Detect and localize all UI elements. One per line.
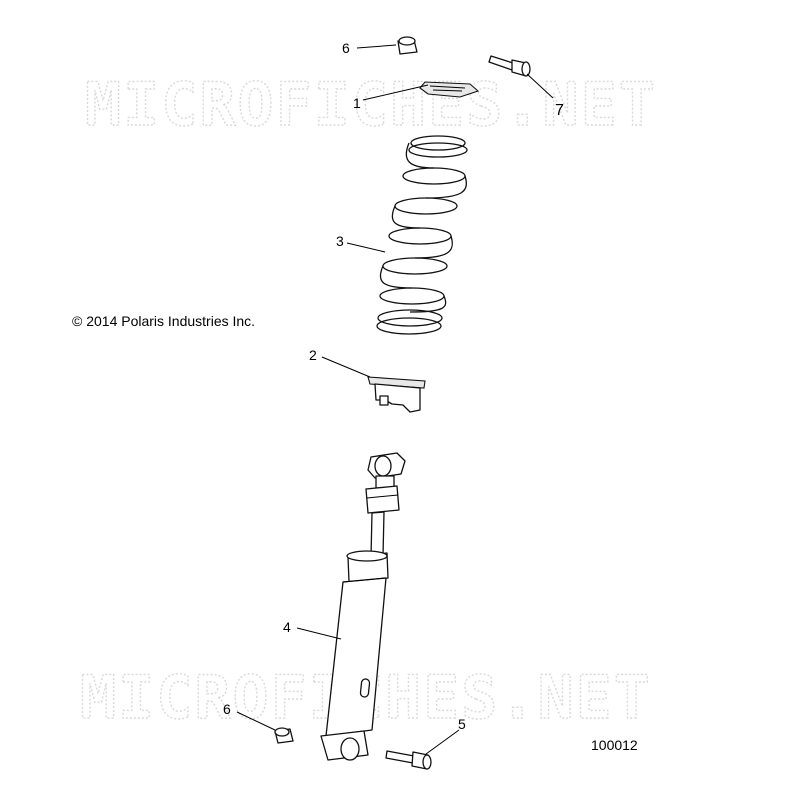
callout-2: 2: [309, 347, 317, 363]
part-3-coil-spring: [376, 135, 468, 335]
part-5-bolt: [385, 750, 432, 770]
part-6-top-nut: [397, 36, 418, 55]
part-2-lower-seat: [367, 376, 426, 413]
part-6-bottom-nut: [274, 727, 294, 744]
part-1-upper-retainer: [419, 81, 480, 98]
part-4-shock-absorber: [320, 452, 406, 761]
copyright-text: © 2014 Polaris Industries Inc.: [72, 313, 255, 329]
diagram-id: 100012: [591, 737, 638, 753]
callout-4: 4: [283, 619, 291, 635]
watermark-top: MICROFICHES.NET: [85, 70, 657, 140]
callout-6-bottom: 6: [223, 701, 231, 717]
callout-1: 1: [353, 95, 361, 111]
callout-5: 5: [458, 716, 466, 732]
callout-3: 3: [336, 233, 344, 249]
callout-6-top: 6: [342, 40, 350, 56]
part-7-bolt: [488, 55, 531, 77]
callout-7: 7: [555, 102, 564, 119]
